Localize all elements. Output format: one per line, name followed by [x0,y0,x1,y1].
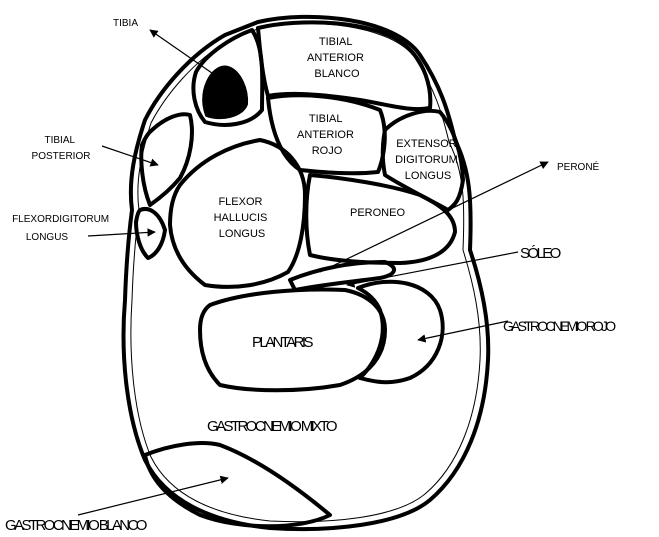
label-tibial-posterior: TIBIAL POSTERIOR [32,135,91,162]
flexor-digitorum-longus-region [136,209,165,258]
label-tibia: TIBIA [113,18,138,29]
label-soleo: SÓLEO [520,245,561,262]
label-gastrocnemio-blanco: GASTROCNEMIO BLANCO [5,517,147,534]
tibia-bone-marrow [204,67,246,117]
gastrocnemio-blanco-leader-line [78,478,228,515]
tibial-posterior-region [141,114,192,205]
label-plantaris: PLANTARIS [252,334,313,351]
label-tibial-anterior-rojo: TIBIAL ANTERIOR ROJO [297,113,357,157]
soleo-region [290,262,394,290]
label-peroneo: PERONEO [350,207,405,219]
label-gastrocnemio-rojo: GASTROCNEMIO ROJO [503,318,616,334]
tibial-posterior-leader-line [102,146,158,165]
label-extensor-digitorum-longus: EXTENSOR DIGITORUM LONGUS [395,138,461,182]
label-flexor-hallucis-longus: FLEXOR HALLUCIS LONGUS [214,196,271,240]
label-tibial-anterior-blanco: TIBIAL ANTERIOR BLANCO [307,36,367,80]
label-flexor-digitorum-longus: FLEXORDIGITORUM LONGUS [12,214,112,243]
peroneo-region [306,175,455,263]
flexor-digitorum-longus-leader-line [88,232,155,236]
label-gastrocnemio-mixto: GASTROCNEMIO MIXTO [207,418,337,435]
gastrocnemio-rojo-leader-line [418,321,508,340]
label-perone: PERONÉ [557,160,600,173]
